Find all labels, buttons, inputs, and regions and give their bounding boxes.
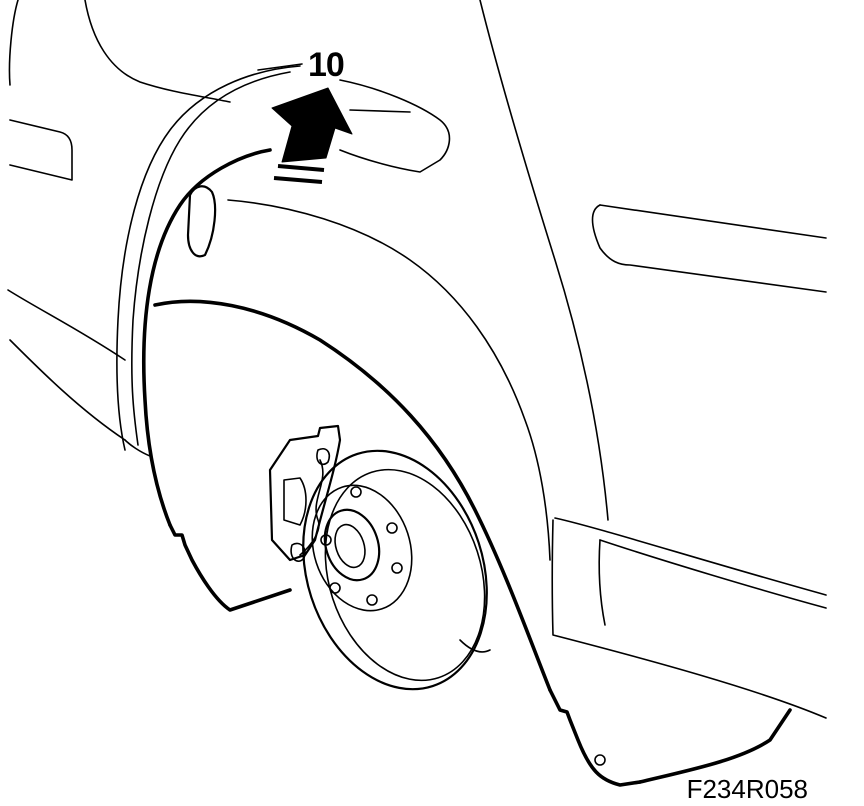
- fender-outline: [116, 65, 551, 561]
- figure-code: F234R058: [686, 774, 808, 804]
- brake-disc: [302, 449, 491, 691]
- up-arrow-icon: [257, 63, 353, 184]
- wheel-arch-liner: [142, 148, 792, 787]
- brake-caliper: [268, 424, 342, 562]
- door-panel-outline: [479, 0, 827, 719]
- car-body-outline: [7, 0, 231, 457]
- callout-number: 10: [308, 46, 345, 84]
